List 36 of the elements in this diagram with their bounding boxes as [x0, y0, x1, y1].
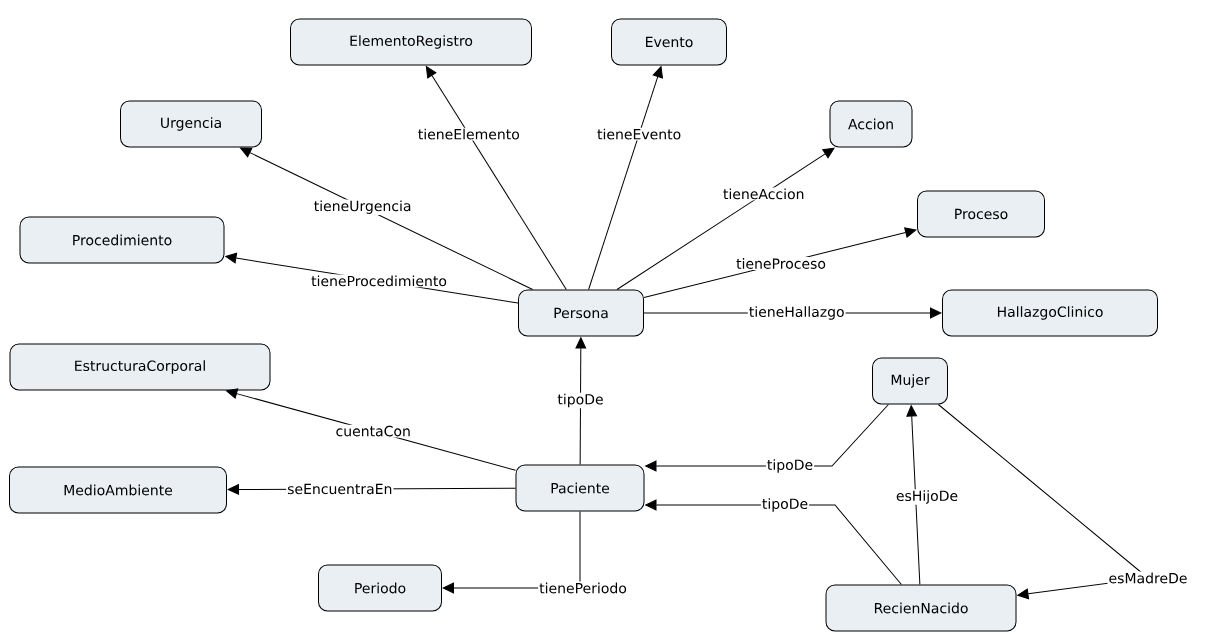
edge-label: tieneAccion [721, 187, 806, 201]
concept-box: RecienNacido [825, 584, 1017, 632]
arrow [906, 405, 921, 585]
concept-box: Periodo [318, 564, 442, 612]
arrow [616, 147, 835, 290]
concept-box: Procedimiento [19, 216, 225, 264]
edge-label: tienePeriodo [538, 581, 628, 595]
edge-label: tieneHallazgo [747, 305, 846, 321]
concept-box: HallazgoClinico [942, 289, 1158, 337]
edge-label: tipoDe [760, 497, 810, 513]
edge-label: esMadreDe [1107, 571, 1189, 585]
concept-box: ElementoRegistro [290, 18, 532, 66]
concept-box: Persona [518, 289, 644, 337]
concept-box: Proceso [917, 190, 1045, 238]
arrow [575, 337, 587, 465]
concept-box: Accion [829, 100, 913, 148]
arrow [226, 388, 516, 471]
concept-box: MedioAmbiente [9, 466, 227, 514]
edge-label: esHijoDe [894, 489, 960, 505]
arrow [425, 66, 567, 290]
arrow [588, 66, 663, 290]
arrow [239, 147, 534, 290]
edge-label: tieneElemento [416, 127, 521, 141]
edge-label: tieneUrgencia [312, 199, 413, 215]
concept-box: Urgencia [120, 100, 262, 148]
edge-label: tieneEvento [596, 127, 683, 141]
edge-label: tieneProceso [735, 257, 827, 270]
edge-label: tipoDe [556, 392, 605, 409]
concept-box: Evento [611, 18, 727, 66]
edge-label: tieneProcedimiento [310, 274, 448, 288]
concept-box: Paciente [515, 464, 645, 512]
edge-label: tipoDe [765, 458, 815, 474]
edge-label: seEncuentraEn [286, 482, 394, 496]
concept-box: EstructuraCorporal [9, 343, 271, 391]
concept-box: Mujer [872, 357, 948, 405]
edge-label: cuentaCon [334, 424, 412, 438]
